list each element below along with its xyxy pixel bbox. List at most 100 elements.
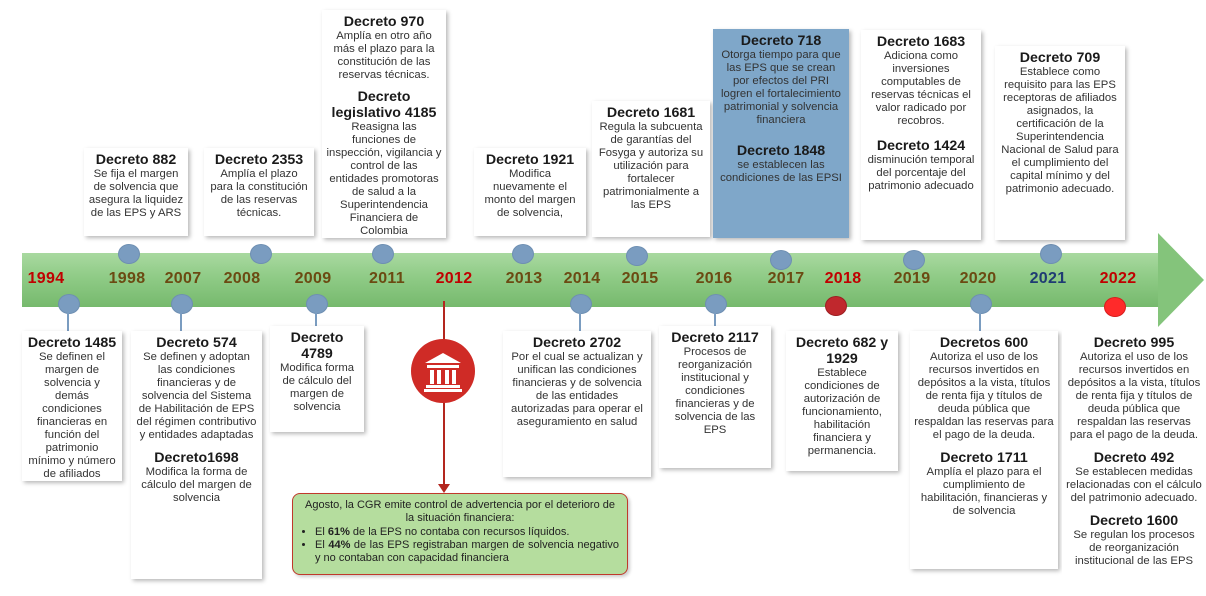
timeline-dot-2015: [626, 246, 648, 266]
timeline-arrow-head: [1158, 233, 1204, 327]
timeline-dot-1998: [118, 244, 140, 264]
timeline-dot-2013: [512, 244, 534, 264]
card-desc: Amplía el plazo para la constitución de …: [210, 168, 308, 219]
card-desc: Se definen y adoptan las condiciones fin…: [136, 351, 257, 441]
timeline-dot-2007: [171, 294, 193, 314]
card-decreto-709: Decreto 709 Establece como requisito par…: [995, 46, 1125, 240]
card-title: Decreto 1485: [27, 335, 117, 351]
card-desc: Establece condiciones de autorización de…: [802, 367, 882, 457]
card-title: Decreto 2117: [671, 330, 759, 346]
card-title: Decreto 1848: [736, 143, 826, 159]
card-title: Decreto1698: [154, 450, 239, 466]
bank-icon: [411, 339, 475, 403]
card-desc: disminución temporal del porcentaje del …: [867, 154, 975, 192]
year-label-2022: 2022: [1099, 270, 1137, 287]
card-desc: Se regulan los procesos de reorganizació…: [1073, 529, 1195, 567]
card-desc: Modifica forma de cálculo del margen de …: [279, 362, 355, 413]
card-desc: Autoriza el uso de los recursos invertid…: [1067, 351, 1201, 441]
year-label-2017: 2017: [767, 270, 805, 287]
card-decreto-2702: Decreto 2702 Por el cual se actualizan y…: [503, 331, 651, 477]
card-decreto-882: Decreto 882 Se fija el margen de solvenc…: [84, 148, 188, 236]
year-label-2013: 2013: [505, 270, 543, 287]
stem-2014: [579, 311, 581, 331]
year-label-2021: 2021: [1029, 270, 1067, 287]
callout-list: El 61% de la EPS no contaba con recursos…: [301, 526, 619, 565]
stem-1994: [67, 311, 69, 331]
card-decreto-718-1848: Decreto 718 Otorga tiempo para que las E…: [713, 29, 849, 238]
year-label-2011: 2011: [369, 270, 405, 287]
card-title: Decreto 4789: [290, 330, 344, 362]
card-desc: Autoriza el uso de los recursos invertid…: [914, 351, 1054, 441]
card-decreto-995-492-1600: Decreto 995 Autoriza el uso de los recur…: [1062, 331, 1206, 596]
card-desc: Adiciona como inversiones computables de…: [871, 50, 971, 127]
card-title: Decreto 492: [1093, 450, 1175, 466]
card-decreto-682-1929: Decreto 682 y 1929 Establece condiciones…: [786, 331, 898, 471]
timeline-dot-2022: [1104, 297, 1126, 317]
stem-2016: [714, 311, 716, 326]
callout-intro: Agosto, la CGR emite control de adverten…: [305, 499, 615, 524]
year-label-2007: 2007: [164, 270, 202, 287]
timeline-dot-2021: [1040, 244, 1062, 264]
card-desc: Amplía en otro año más el plazo para la …: [333, 30, 435, 81]
year-label-2009: 2009: [294, 270, 332, 287]
card-desc: Modifica nuevamente el monto del margen …: [484, 168, 576, 219]
card-title: Decreto 709: [1019, 50, 1101, 66]
card-title: Decreto 682 y 1929: [795, 335, 889, 367]
card-decreto-574-1698: Decreto 574 Se definen y adoptan las con…: [131, 331, 262, 579]
card-title: Decreto 2353: [214, 152, 304, 168]
card-title: Decreto 995: [1093, 335, 1175, 351]
card-desc: se establecen las condiciones de las EPS…: [720, 159, 842, 184]
card-decreto-2117: Decreto 2117 Procesos de reorganización …: [659, 326, 771, 468]
timeline-dot-2008: [250, 244, 272, 264]
year-label-2014: 2014: [563, 270, 601, 287]
card-desc: Regula la subcuenta de garantías del Fos…: [598, 121, 704, 211]
event-2012-arrowhead: [438, 484, 450, 493]
stem-2020: [979, 311, 981, 331]
card-desc: Se establecen medidas relacionadas con e…: [1066, 466, 1202, 504]
year-label-2018: 2018: [824, 270, 862, 287]
card-desc: Se definen el margen de solvencia y demá…: [28, 351, 116, 480]
callout-item: El 44% de las EPS registraban margen de …: [315, 539, 619, 565]
card-desc: Reasigna las funciones de inspección, vi…: [326, 121, 442, 237]
card-decretos-600-1711: Decretos 600 Autoriza el uso de los recu…: [910, 331, 1058, 569]
card-decreto-1485: Decreto 1485 Se definen el margen de sol…: [22, 331, 122, 481]
card-desc: Modifica la forma de cálculo del margen …: [141, 466, 252, 504]
timeline-dot-2009: [306, 294, 328, 314]
card-desc: Amplía el plazo para el cumplimiento de …: [920, 466, 1048, 517]
timeline-dot-2016: [705, 294, 727, 314]
year-label-2015: 2015: [621, 270, 659, 287]
card-title: Decreto 1600: [1089, 513, 1179, 529]
card-title: Decreto 1683: [876, 34, 966, 50]
timeline-dot-2011: [372, 244, 394, 264]
card-title: Decreto 1711: [940, 450, 1028, 466]
card-desc: Establece como requisito para las EPS re…: [1001, 66, 1119, 195]
card-desc: Otorga tiempo para que las EPS que se cr…: [721, 49, 841, 126]
timeline-dot-2018: [825, 296, 847, 316]
timeline-dot-2019: [903, 250, 925, 270]
card-decreto-4789: Decreto 4789 Modifica forma de cálculo d…: [270, 326, 364, 432]
year-label-2020: 2020: [959, 270, 997, 287]
year-label-2019: 2019: [893, 270, 931, 287]
card-title: Decreto 718: [740, 33, 822, 49]
card-title: Decreto 574: [156, 335, 237, 351]
stem-2007: [180, 311, 182, 331]
card-title: Decreto legislativo 4185: [331, 89, 437, 121]
timeline-dot-2017: [770, 250, 792, 270]
card-decreto-1921: Decreto 1921 Modifica nuevamente el mont…: [474, 148, 586, 236]
timeline-dot-2014: [570, 294, 592, 314]
card-title: Decreto 2702: [532, 335, 622, 351]
card-decreto-2353: Decreto 2353 Amplía el plazo para la con…: [204, 148, 314, 236]
card-desc: Procesos de reorganización institucional…: [674, 346, 756, 436]
card-decreto-1683-1424: Decreto 1683 Adiciona como inversiones c…: [861, 30, 981, 240]
stem-2009: [315, 311, 317, 326]
card-decreto-1681: Decreto 1681 Regula la subcuenta de gara…: [592, 101, 710, 237]
year-label-2012: 2012: [435, 270, 473, 287]
card-title: Decreto 970: [343, 14, 425, 30]
card-desc: Por el cual se actualizan y unifican las…: [511, 351, 643, 428]
year-label-2008: 2008: [223, 270, 261, 287]
card-desc: Se fija el margen de solvencia que asegu…: [88, 168, 184, 219]
year-label-1994: 1994: [27, 270, 65, 287]
callout-item: El 61% de la EPS no contaba con recursos…: [315, 526, 619, 539]
timeline-dot-2020: [970, 294, 992, 314]
card-title: Decreto 882: [95, 152, 177, 168]
